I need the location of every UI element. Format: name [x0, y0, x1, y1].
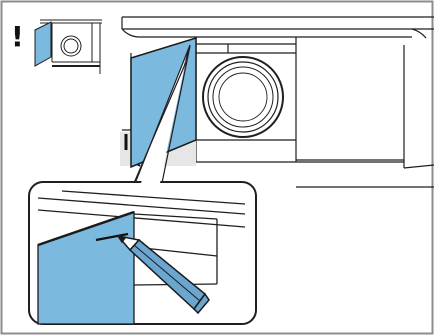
thumbnail-door-panel: [34, 21, 52, 67]
warning-icon: !: [11, 20, 24, 53]
detail-door-panel: [37, 210, 135, 325]
washing-machine-icon: [202, 56, 284, 138]
pencil-icon: [116, 234, 210, 315]
